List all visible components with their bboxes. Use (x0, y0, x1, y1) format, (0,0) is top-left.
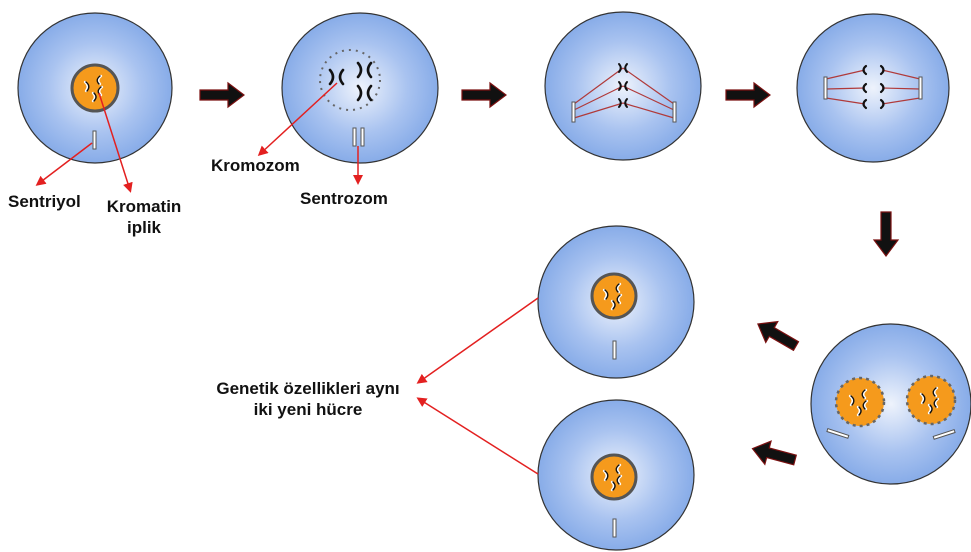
label-result-line1: Genetik özellikleri aynı (216, 379, 400, 398)
pointer-centriole (35, 142, 93, 186)
label-result-line2: iki yeni hücre (253, 400, 363, 419)
pointer-daughter-bottom (416, 397, 539, 475)
label-chromatin-line2: iplik (126, 218, 161, 237)
step-arrow-1 (199, 82, 245, 108)
step-arrow-6 (748, 436, 799, 473)
step-arrow-3 (725, 82, 771, 108)
daughter-cell-bottom (537, 399, 695, 551)
label-chromosome: Kromozom (211, 156, 300, 175)
step-arrow-2 (461, 82, 507, 108)
step-arrow-5 (751, 313, 803, 357)
label-result: Genetik özellikleri aynı iki yeni hücre (204, 378, 412, 420)
pointer-chromatin (98, 92, 133, 193)
label-chromatin: Kromatin iplik (104, 196, 184, 238)
daughter-cell-top (537, 225, 695, 379)
label-chromatin-line1: Kromatin (106, 197, 182, 216)
cell-prophase (281, 12, 439, 164)
label-centriole: Sentriyol (8, 192, 81, 211)
step-arrow-4 (873, 211, 899, 257)
cell-metaphase (544, 11, 702, 161)
pointer-daughter-top (416, 297, 539, 384)
cell-interphase (17, 12, 173, 164)
cell-anaphase (796, 13, 950, 163)
cell-telophase (810, 323, 971, 485)
pointer-chromosome (257, 82, 338, 157)
label-centrosome: Sentrozom (300, 189, 388, 208)
